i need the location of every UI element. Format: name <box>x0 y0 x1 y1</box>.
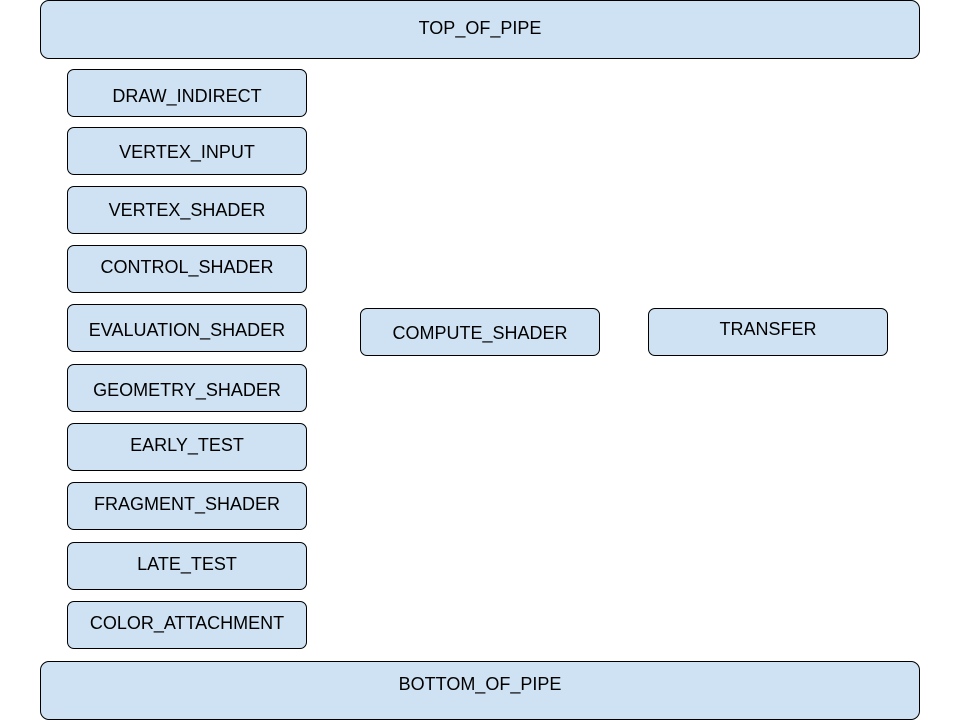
stage-label: FRAGMENT_SHADER <box>93 494 281 514</box>
bottom-of-pipe-label: BOTTOM_OF_PIPE <box>398 674 562 694</box>
top-of-pipe-box: TOP_OF_PIPE <box>40 0 920 59</box>
stage-box-vertex-input: VERTEX_INPUT <box>67 127 307 175</box>
stage-box-early-test: EARLY_TEST <box>67 423 307 471</box>
stage-box-color-attachment: COLOR_ATTACHMENT <box>67 601 307 649</box>
stage-box-compute-shader: COMPUTE_SHADER <box>360 308 600 356</box>
stage-box-fragment-shader: FRAGMENT_SHADER <box>67 482 307 530</box>
stage-label: COLOR_ATTACHMENT <box>89 613 285 633</box>
stage-label: VERTEX_INPUT <box>119 142 255 162</box>
stage-box-vertex-shader: VERTEX_SHADER <box>67 186 307 234</box>
stage-box-late-test: LATE_TEST <box>67 542 307 590</box>
stage-label: VERTEX_SHADER <box>108 200 266 220</box>
stage-label: TRANSFER <box>719 319 817 339</box>
stage-label: DRAW_INDIRECT <box>112 86 262 106</box>
stage-label: EARLY_TEST <box>130 435 244 455</box>
stage-box-control-shader: CONTROL_SHADER <box>67 245 307 293</box>
top-of-pipe-label: TOP_OF_PIPE <box>418 18 542 38</box>
stage-box-draw-indirect: DRAW_INDIRECT <box>67 69 307 117</box>
stage-box-transfer: TRANSFER <box>648 308 888 356</box>
bottom-of-pipe-box: BOTTOM_OF_PIPE <box>40 661 920 720</box>
stage-box-geometry-shader: GEOMETRY_SHADER <box>67 364 307 412</box>
stage-box-evaluation-shader: EVALUATION_SHADER <box>67 304 307 352</box>
stage-label: LATE_TEST <box>137 554 237 574</box>
stage-label: EVALUATION_SHADER <box>88 320 286 340</box>
stage-label: COMPUTE_SHADER <box>392 323 568 343</box>
stage-label: GEOMETRY_SHADER <box>93 380 281 400</box>
stage-label: CONTROL_SHADER <box>100 257 274 277</box>
